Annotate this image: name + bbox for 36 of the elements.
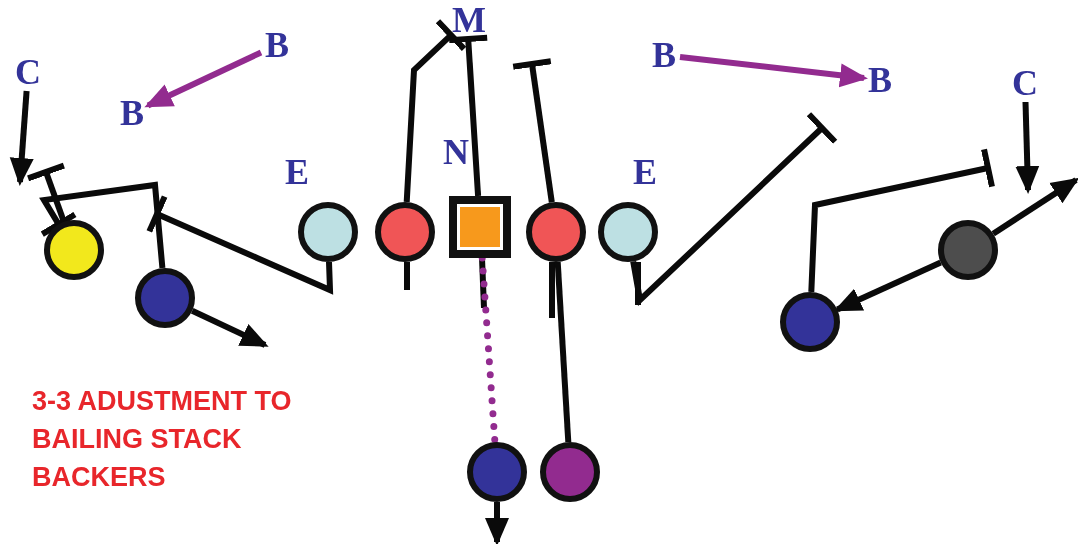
position-letter: B bbox=[262, 27, 292, 63]
block-line bbox=[146, 193, 334, 295]
block-line bbox=[25, 162, 67, 223]
route-arrow bbox=[190, 308, 269, 348]
position-letter: B bbox=[117, 95, 147, 131]
route-arrow bbox=[9, 90, 34, 186]
player-circle bbox=[375, 202, 435, 262]
position-letter: B bbox=[649, 37, 679, 73]
block-line bbox=[39, 181, 166, 269]
player-circle bbox=[467, 442, 527, 502]
player-circle bbox=[780, 292, 840, 352]
position-letter: N bbox=[441, 134, 471, 170]
block-line bbox=[630, 111, 839, 306]
player-circle bbox=[298, 202, 358, 262]
block-line bbox=[808, 146, 995, 293]
route-arrow bbox=[144, 49, 263, 109]
position-letter: C bbox=[13, 54, 43, 90]
play-note: 3-3 ADUSTMENT TO BAILING STACK BACKERS bbox=[32, 385, 293, 494]
position-letter: E bbox=[282, 154, 312, 190]
player-circle bbox=[938, 220, 998, 280]
position-letter: B bbox=[865, 62, 895, 98]
route-line bbox=[554, 261, 572, 443]
player-circle bbox=[44, 220, 104, 280]
center-square bbox=[449, 196, 511, 258]
route-arrow bbox=[679, 53, 868, 88]
player-circle bbox=[526, 202, 586, 262]
position-letter: C bbox=[1010, 65, 1040, 101]
player-circle bbox=[598, 202, 658, 262]
route-arrow bbox=[485, 502, 509, 544]
block-line bbox=[510, 58, 555, 203]
player-circle bbox=[540, 442, 600, 502]
route-arrow bbox=[991, 177, 1078, 237]
position-letter: E bbox=[630, 154, 660, 190]
player-circle bbox=[135, 268, 195, 328]
block-line bbox=[403, 18, 468, 203]
route-arrow bbox=[1015, 101, 1040, 194]
